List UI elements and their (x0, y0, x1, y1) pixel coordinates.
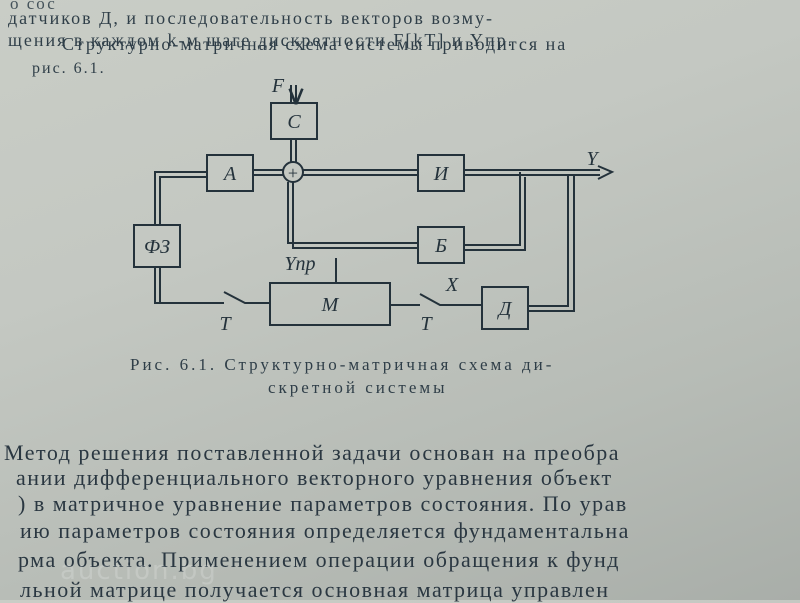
arrow-m-to-fz (154, 267, 270, 304)
arrow-d-to-m (390, 293, 482, 306)
label-d: Д (497, 298, 513, 320)
label-y: Y (586, 148, 599, 170)
label-i: И (433, 163, 450, 185)
arrow-fz-to-a (154, 171, 207, 225)
label-t-left: T (219, 313, 232, 335)
figure-caption-line-2: скретной системы (268, 378, 448, 397)
arrow-c-to-sum (290, 139, 297, 162)
body-line-5: рма объекта. Применением операции обраще… (18, 547, 620, 572)
label-f: F (271, 75, 285, 97)
label-t-right: T (420, 313, 433, 335)
body-line-4: ию параметров состояния определяется фун… (20, 518, 630, 543)
label-c: С (287, 111, 301, 133)
text-top-line-2: датчиков Д, и последовательность векторо… (8, 8, 495, 28)
block-fz (133, 224, 181, 268)
arrow-sum-to-i (303, 169, 418, 176)
block-d (481, 286, 529, 330)
arrow-b-to-sum (287, 182, 418, 249)
arrow-f-to-c (291, 85, 296, 103)
arrow-y-to-d (528, 176, 575, 312)
label-b: Б (434, 235, 447, 257)
label-plus: + (288, 163, 298, 183)
label-x: X (445, 274, 459, 296)
body-line-1: Метод решения поставленной задачи основа… (4, 440, 621, 465)
label-ypr: Yпр (284, 253, 315, 275)
label-fz: ФЗ (144, 236, 170, 258)
body-line-3: ) в матричное уравнение параметров состо… (18, 491, 628, 516)
watermark: auction.bg (60, 556, 218, 586)
text-top-line-5: рис. 6.1. (32, 60, 106, 77)
arrow-i-to-b (464, 172, 526, 251)
text-top-line-3: щения в каждом k-м шаге дискретности F[k… (8, 30, 515, 50)
text-top-line-1: о сос (10, 0, 57, 13)
figure-caption-line-1: Рис. 6.1. Структурно-матричная схема ди- (130, 355, 555, 374)
arrow-a-to-sum (253, 169, 283, 176)
label-m: М (321, 294, 340, 316)
block-i (417, 154, 465, 192)
body-line-6: льной матрице получается основная матриц… (20, 577, 610, 602)
arrow-i-to-y (464, 165, 615, 180)
label-a: А (222, 163, 237, 185)
text-top-line-4: Структурно-матричная схема системы приво… (62, 34, 568, 54)
body-line-2: ании дифференциального векторного уравне… (16, 465, 613, 490)
